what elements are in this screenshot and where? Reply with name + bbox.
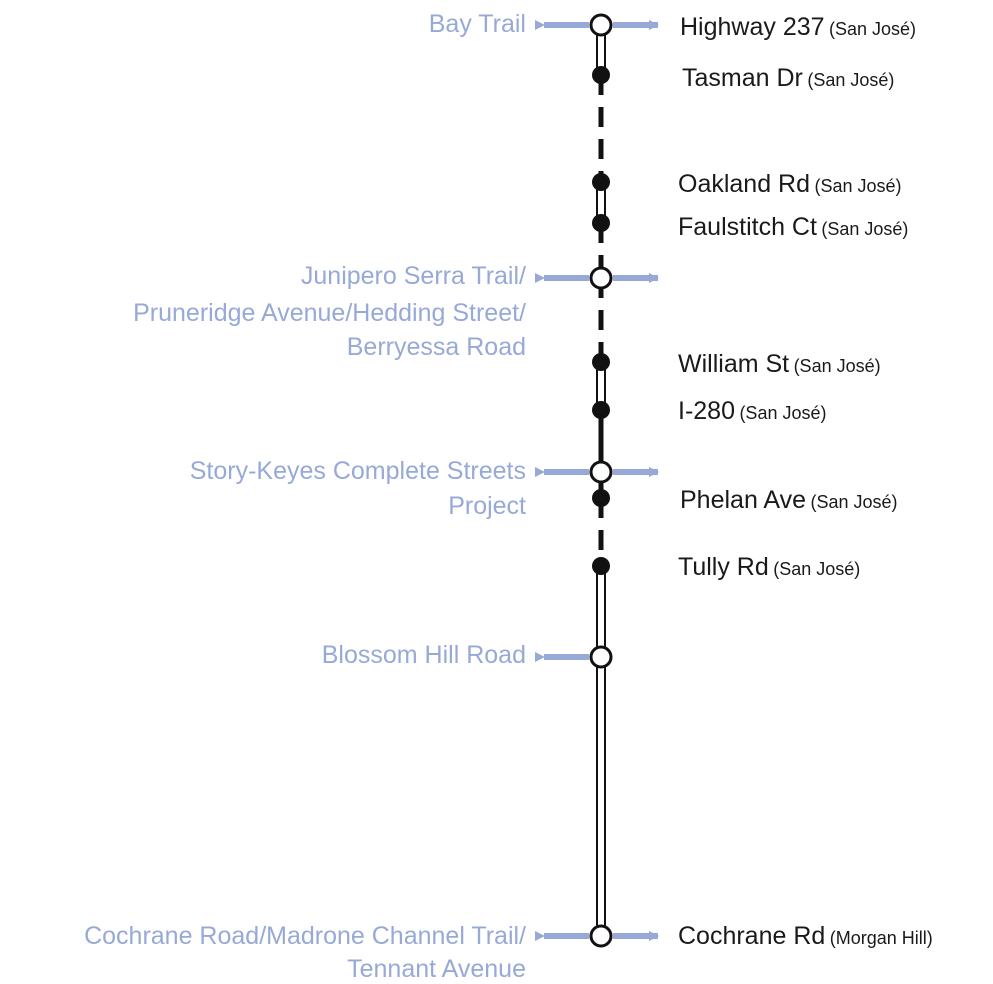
stop-label-cochrane-rd: Cochrane Rd (Morgan Hill)	[678, 922, 933, 950]
stop-marker-4	[592, 401, 610, 419]
connection-label-story-keyes-line-1: Story-Keyes Complete Streets	[190, 457, 526, 485]
stop-label-tully-rd: Tully Rd (San José)	[678, 553, 860, 581]
stop-label-phelan-ave: Phelan Ave (San José)	[680, 486, 898, 514]
stop-label-faulstitch-ct: Faulstitch Ct (San José)	[678, 213, 908, 241]
connection-marker-0	[589, 13, 613, 37]
stop-marker-0	[592, 66, 610, 84]
stop-marker-6	[592, 557, 610, 575]
connection-marker-1	[589, 266, 613, 290]
stop-label-oakland-rd: Oakland Rd (San José)	[678, 170, 902, 198]
stop-marker-5	[592, 489, 610, 507]
stop-label-highway-237: Highway 237 (San José)	[680, 13, 916, 41]
connection-label-junipero-serra-line-1: Junipero Serra Trail/	[301, 262, 526, 290]
connection-label-story-keyes-line-2: Project	[448, 492, 526, 520]
route-markers	[589, 13, 613, 948]
stop-marker-2	[592, 214, 610, 232]
stop-label-william-st: William St (San José)	[678, 350, 881, 378]
connection-label-bay-trail: Bay Trail	[429, 10, 526, 38]
connection-arrows	[535, 20, 659, 941]
connection-label-blossom-hill: Blossom Hill Road	[322, 641, 526, 669]
connection-label-cochrane-line-2: Tennant Avenue	[347, 955, 526, 983]
connection-label-junipero-serra-line-3: Berryessa Road	[347, 333, 526, 361]
connection-label-cochrane-line-1: Cochrane Road/Madrone Channel Trail/	[84, 922, 526, 950]
connection-marker-3	[589, 645, 613, 669]
connection-marker-2	[589, 460, 613, 484]
stop-marker-1	[592, 173, 610, 191]
connection-label-junipero-serra-line-2: Pruneridge Avenue/Hedding Street/	[133, 299, 526, 327]
connection-marker-4	[589, 924, 613, 948]
stop-label-tasman-dr: Tasman Dr (San José)	[682, 64, 894, 92]
stop-label-i-280: I-280 (San José)	[678, 397, 826, 425]
stop-marker-3	[592, 353, 610, 371]
